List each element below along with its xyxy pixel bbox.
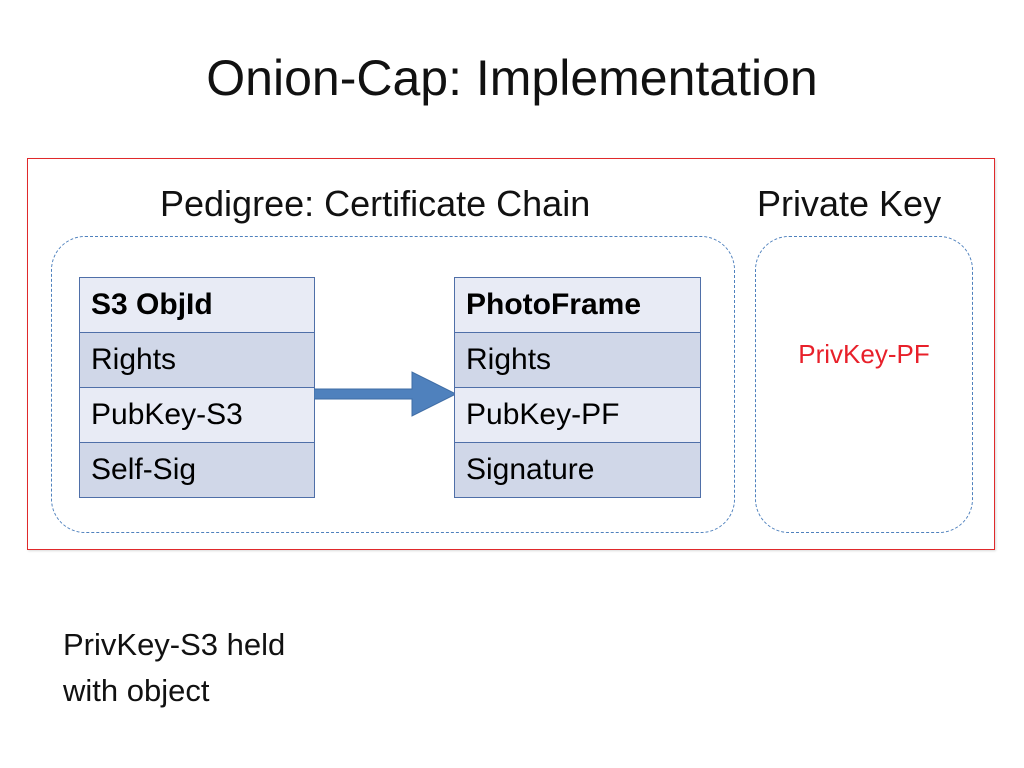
private-key-value: PrivKey-PF xyxy=(798,339,930,369)
pf-cert-rights: Rights xyxy=(454,332,701,388)
private-key-group xyxy=(755,236,973,533)
pf-cert-row: Rights xyxy=(454,332,701,388)
photoframe-certificate: PhotoFrame Rights PubKey-PF Signature xyxy=(454,277,701,498)
outer-frame xyxy=(27,158,995,550)
pf-cert-row: PubKey-PF xyxy=(454,387,701,443)
pf-cert-name: PhotoFrame xyxy=(454,277,701,333)
pf-cert-row: PhotoFrame xyxy=(454,277,701,333)
footnote-line-1: PrivKey-S3 held xyxy=(63,627,286,662)
s3-cert-rights: Rights xyxy=(79,332,315,388)
pedigree-group xyxy=(51,236,735,533)
pf-cert-signature: Signature xyxy=(454,442,701,498)
s3-cert-row: Rights xyxy=(79,332,315,388)
s3-cert-pubkey: PubKey-S3 xyxy=(79,387,315,443)
s3-cert-row: S3 ObjId xyxy=(79,277,315,333)
slide-title: Onion-Cap: Implementation xyxy=(206,50,818,106)
pf-cert-pubkey: PubKey-PF xyxy=(454,387,701,443)
footnote-line-2: with object xyxy=(63,673,210,708)
chain-arrow-icon xyxy=(314,371,456,417)
private-key-label: Private Key xyxy=(757,183,942,224)
s3-cert-objid: S3 ObjId xyxy=(79,277,315,333)
s3-cert-row: Self-Sig xyxy=(79,442,315,498)
pedigree-label: Pedigree: Certificate Chain xyxy=(160,183,591,224)
s3-cert-selfsig: Self-Sig xyxy=(79,442,315,498)
s3-cert-row: PubKey-S3 xyxy=(79,387,315,443)
pf-cert-row: Signature xyxy=(454,442,701,498)
s3-certificate: S3 ObjId Rights PubKey-S3 Self-Sig xyxy=(79,277,315,498)
footnote: PrivKey-S3 held with object xyxy=(63,622,383,714)
